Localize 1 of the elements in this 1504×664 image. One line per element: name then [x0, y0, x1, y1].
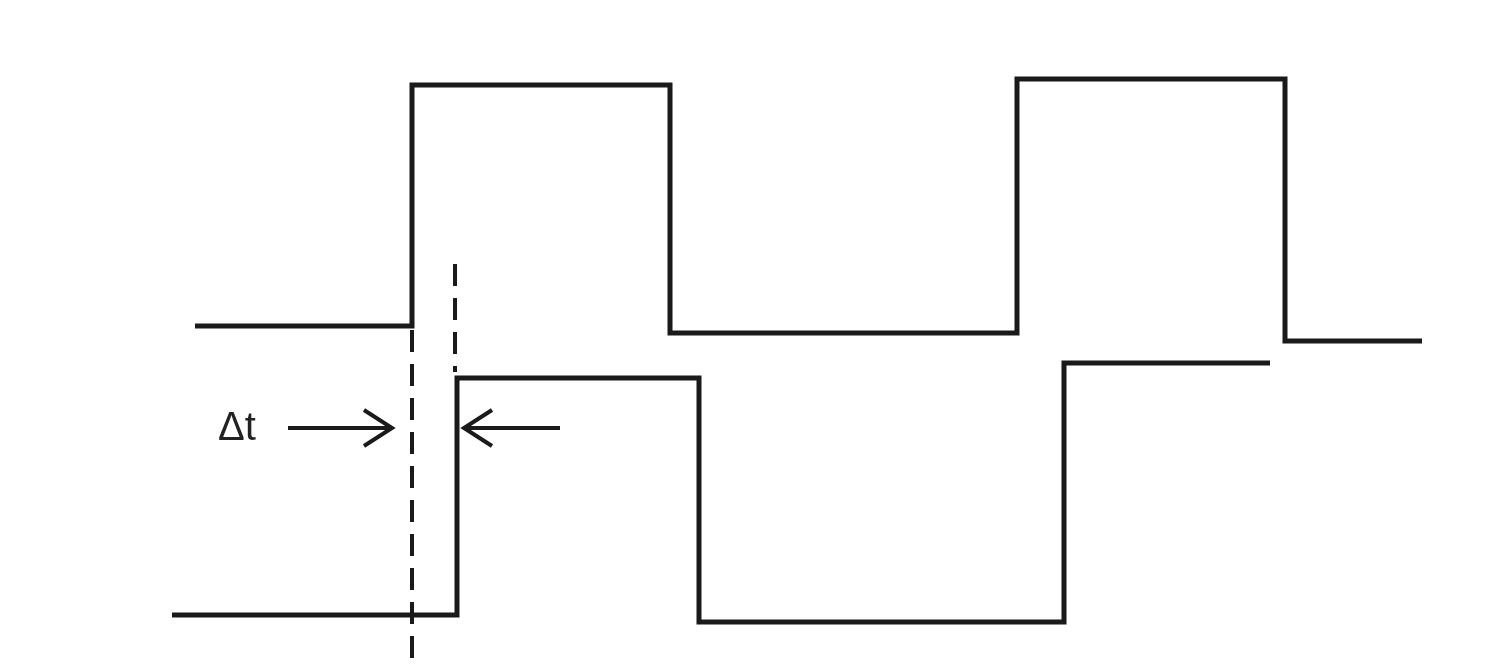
- delay-label: Δt: [218, 404, 256, 448]
